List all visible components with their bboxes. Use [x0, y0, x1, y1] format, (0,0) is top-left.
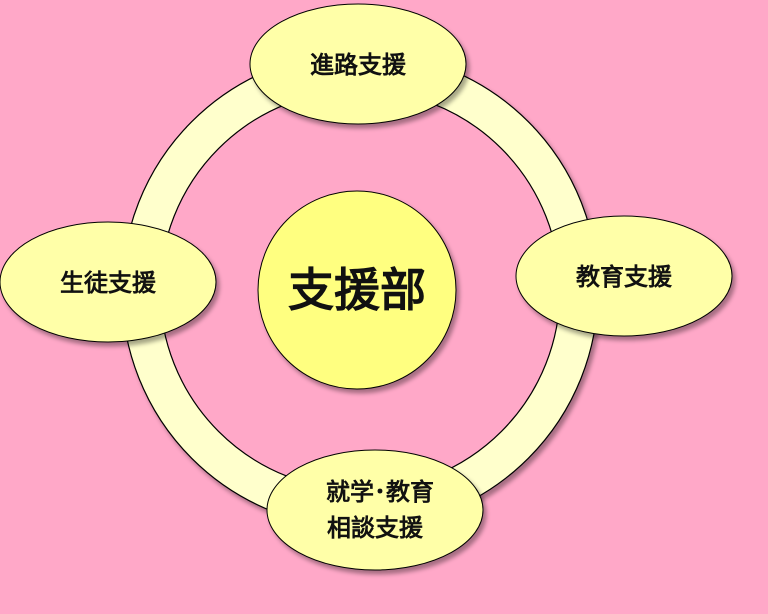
- node-education-support-label: 教育支援: [576, 263, 673, 291]
- center-label: 支援部: [288, 263, 426, 317]
- center-node: 支援部: [257, 190, 457, 390]
- node-career-support-label: 進路支援: [310, 51, 407, 79]
- node-student-support: 生徒支援: [0, 221, 217, 343]
- node-student-support-label: 生徒支援: [60, 269, 157, 297]
- node-enrollment-consultation-label-line1: 就学･教育: [326, 478, 434, 506]
- node-career-support: 進路支援: [249, 3, 467, 125]
- node-enrollment-consultation-label-line2: 相談支援: [327, 514, 424, 542]
- node-enrollment-consultation: 就学･教育 相談支援: [266, 449, 484, 571]
- node-education-support: 教育支援: [515, 215, 733, 337]
